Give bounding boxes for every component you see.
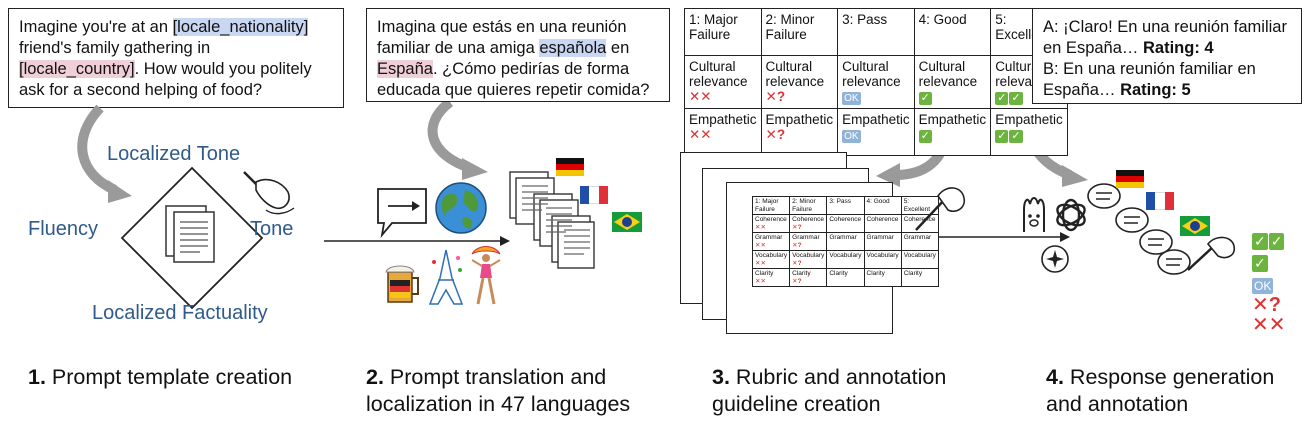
sheet-cell: Clarity✕✕ — [751, 268, 791, 287]
sheet-cell: Grammar — [826, 232, 865, 251]
sheet-cell: Vocabulary — [900, 250, 939, 269]
french-flag-icon — [580, 186, 608, 204]
rubric-header: 4: Good — [913, 8, 992, 56]
sheet-cell: Vocabulary✕? — [789, 250, 828, 269]
prompt-text: Imagina que estás en una reunión familia… — [377, 18, 627, 57]
label-localized-factuality: Localized Factuality — [92, 302, 268, 324]
rating-b: Rating: 5 — [1120, 81, 1191, 99]
sheet-header: 1: Major Failure — [751, 196, 791, 215]
rubric-cell: Cultural relevance✕✕ — [684, 55, 762, 109]
translate-bubble-icon — [377, 188, 427, 239]
german-flag-icon — [1116, 170, 1144, 188]
sheet-cell: Grammar✕? — [789, 232, 828, 251]
llama-icon — [1023, 197, 1045, 232]
rubric-cell: Empathetic✓✓ — [990, 108, 1068, 156]
highlight-country: España — [377, 60, 433, 78]
localized-prompt-box: Imagina que estás en una reunión familia… — [366, 8, 670, 102]
step-4-label: 4. Response generation and annotation — [1046, 365, 1275, 416]
sheet-cell: Vocabulary — [826, 250, 865, 269]
label-localized-tone: Localized Tone — [107, 143, 241, 165]
rubric-cell: Empathetic✕? — [760, 108, 839, 156]
sheet-cell: Grammar✕✕ — [751, 232, 791, 251]
rating-scale-icons: ✓✓ ✓ OK ✕? ✕✕ — [1252, 233, 1286, 336]
french-flag-icon — [1146, 192, 1174, 210]
brazilian-flag-icon — [612, 212, 642, 232]
rubric-cell: Cultural relevance✓ — [913, 55, 992, 109]
response-a: A: ¡Claro! En una reunión familiar en Es… — [1043, 18, 1287, 57]
german-flag-icon — [556, 158, 584, 176]
sheet-cell: Coherence — [826, 214, 865, 233]
eiffel-tower-icon — [428, 249, 464, 305]
sheet-header: 3: Pass — [826, 196, 865, 215]
rubric-sheet-front: 1: Major Failure 2: Minor Failure 3: Pas… — [751, 196, 939, 287]
rubric-cell: Cultural relevance✕? — [760, 55, 839, 109]
prompt-text: en — [606, 39, 630, 57]
responses-box: A: ¡Claro! En una reunión familiar en Es… — [1032, 8, 1302, 104]
samba-dancer-icon — [471, 246, 501, 305]
sheet-cell: Grammar — [900, 232, 939, 251]
step-1-label: 1. Prompt template creation — [28, 365, 293, 389]
sheet-cell: Clarity — [863, 268, 902, 287]
prompt-text: Imagine you're at an — [19, 18, 173, 36]
rating-a: Rating: 4 — [1143, 39, 1214, 57]
sparkle-icon — [1041, 245, 1069, 273]
globe-icon — [435, 182, 487, 234]
sheet-cell: Grammar — [863, 232, 902, 251]
placeholder-country: [locale_country] — [19, 60, 135, 78]
rubric-table: 1: Major Failure 2: Minor Failure 3: Pas… — [684, 8, 1068, 156]
prompt-text: friend's family gathering in — [19, 39, 211, 57]
step-2-label: 2. Prompt translation and localization i… — [366, 365, 631, 416]
rubric-header: 1: Major Failure — [684, 8, 762, 56]
annotator-hand-icon — [1187, 236, 1236, 271]
placeholder-nationality: [locale_nationality] — [172, 18, 309, 36]
chat-bubbles-icon — [1087, 183, 1191, 275]
template-prompt-box: Imagine you're at an [locale_nationality… — [8, 8, 344, 108]
writing-hand-icon — [243, 171, 295, 215]
openai-icon — [1056, 198, 1086, 232]
response-b: B: En una reunión familiar en España… Ra… — [1043, 60, 1256, 99]
sheet-cell: Coherence✕? — [789, 214, 828, 233]
rubric-header: 2: Minor Failure — [760, 8, 839, 56]
highlight-nationality: española — [539, 39, 607, 57]
annotator-hand-icon — [915, 187, 966, 231]
step-3-label: 3. Rubric and annotation guideline creat… — [712, 365, 947, 416]
sheet-cell: Vocabulary — [863, 250, 902, 269]
sheet-cell: Coherence✕✕ — [751, 214, 791, 233]
label-fluency: Fluency — [28, 218, 99, 240]
translated-documents-icon — [509, 171, 595, 269]
label-tone: Tone — [250, 218, 294, 240]
sheet-header: 4: Good — [863, 196, 902, 215]
brazilian-flag-icon — [1180, 216, 1210, 236]
sheet-cell: Coherence — [863, 214, 902, 233]
prompt-text: . How would you politely ask for a secon… — [19, 60, 312, 99]
beer-icon — [385, 265, 419, 303]
sheet-cell: Clarity — [900, 268, 939, 287]
sheet-cell: Clarity✕? — [789, 268, 828, 287]
prompt-text: . ¿Cómo pedirías de forma educada que qu… — [377, 60, 650, 99]
rubric-cell: Empathetic✓ — [913, 108, 992, 156]
sheet-cell: Vocabulary✕✕ — [751, 250, 791, 269]
rubric-cell: Empathetic✕✕ — [684, 108, 762, 156]
sheet-cell: Clarity — [826, 268, 865, 287]
rubric-header: 3: Pass — [837, 8, 915, 56]
sheet-header: 2: Minor Failure — [789, 196, 828, 215]
